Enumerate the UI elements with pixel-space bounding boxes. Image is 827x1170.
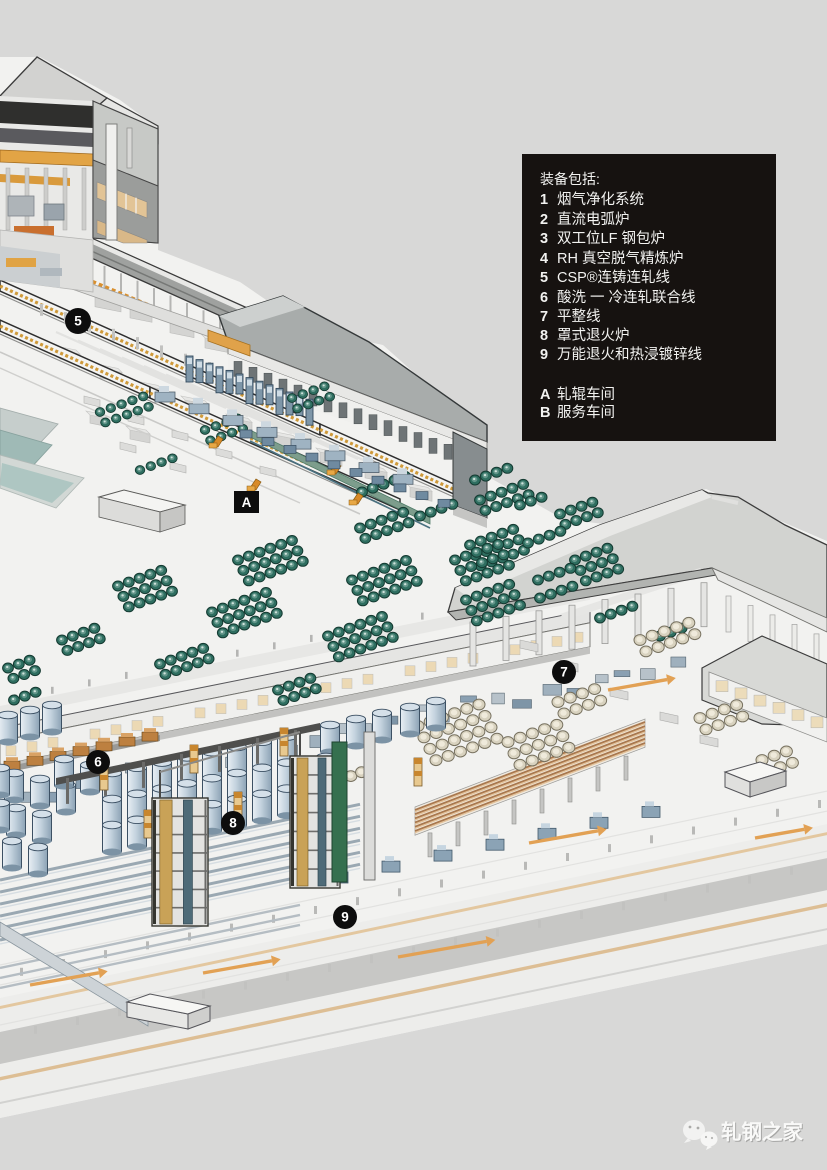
svg-text:3: 3 [540,231,548,247]
svg-text:7: 7 [540,309,548,325]
svg-text:轧钢之家: 轧钢之家 [721,1120,803,1144]
svg-text:烟气净化系统: 烟气净化系统 [557,191,644,208]
svg-text:5: 5 [540,270,548,286]
svg-text:9: 9 [540,347,548,363]
svg-text:9: 9 [341,910,349,925]
svg-text:CSP®连铸连轧线: CSP®连铸连轧线 [557,269,670,286]
svg-text:4: 4 [540,251,548,267]
svg-text:RH 真空脱气精炼炉: RH 真空脱气精炼炉 [557,249,683,267]
svg-text:直流电弧炉: 直流电弧炉 [557,211,630,228]
svg-text:轧钢之家: 轧钢之家 [722,1121,804,1145]
svg-text:万能退火和热浸镀锌线: 万能退火和热浸镀锌线 [557,346,702,363]
svg-text:平整线: 平整线 [557,308,601,325]
svg-text:7: 7 [560,665,568,680]
svg-text:A: A [540,387,551,403]
svg-text:酸洗 一 冷连轧联合线: 酸洗 一 冷连轧联合线 [557,289,696,306]
svg-text:A: A [242,495,252,510]
svg-text:轧辊车间: 轧辊车间 [557,386,615,403]
svg-text:双工位LF 钢包炉: 双工位LF 钢包炉 [557,230,665,247]
svg-text:2: 2 [540,212,548,228]
svg-text:B: B [540,405,550,421]
svg-text:8: 8 [229,816,237,831]
svg-text:罩式退火炉: 罩式退火炉 [557,327,630,344]
svg-text:1: 1 [540,192,548,208]
svg-text:5: 5 [74,314,82,329]
svg-text:装备包括:: 装备包括: [540,171,600,187]
svg-text:8: 8 [540,328,548,344]
svg-text:6: 6 [94,755,102,770]
svg-text:6: 6 [540,290,548,306]
svg-text:服务车间: 服务车间 [557,404,615,421]
